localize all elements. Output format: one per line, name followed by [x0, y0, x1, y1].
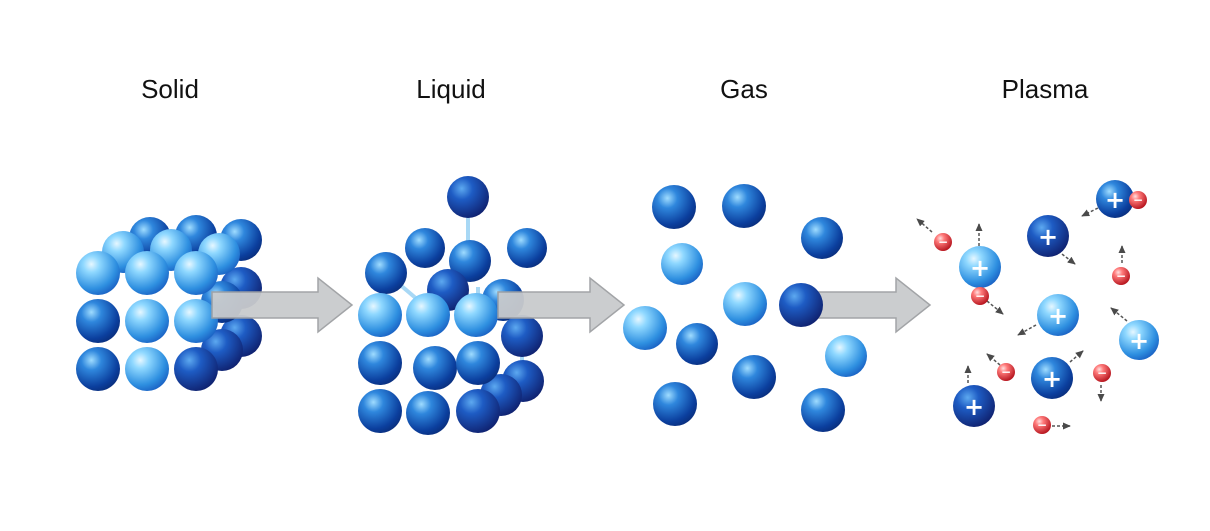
- solid-particle: [174, 347, 218, 391]
- electron-5: −: [997, 363, 1015, 381]
- svg-text:−: −: [1001, 365, 1011, 379]
- electron-6: −: [1093, 364, 1111, 382]
- gas-particle: [652, 185, 696, 229]
- solid-particle: [76, 299, 120, 343]
- liquid-particle: [358, 389, 402, 433]
- liquid-particle: [365, 252, 407, 294]
- ion-6: +: [1031, 357, 1073, 399]
- liquid-particle: [358, 293, 402, 337]
- liquid-particle: [501, 315, 543, 357]
- solid-particle: [76, 251, 120, 295]
- plasma-particles: + + + + + + + −: [916, 180, 1159, 434]
- liquid-particle: [454, 293, 498, 337]
- solid-particle: [76, 347, 120, 391]
- svg-text:−: −: [1116, 269, 1126, 283]
- liquid-particle: [406, 293, 450, 337]
- liquid-particle: [456, 389, 500, 433]
- gas-particles: [623, 184, 867, 432]
- ion-5: +: [1119, 320, 1159, 360]
- solid-particle: [174, 251, 218, 295]
- gas-particle: [732, 355, 776, 399]
- transition-arrow-1: [211, 276, 354, 334]
- solid-lattice: [76, 215, 262, 391]
- gas-particle: [801, 388, 845, 432]
- svg-text:−: −: [1133, 193, 1143, 207]
- liquid-label: Liquid: [416, 74, 486, 104]
- gas-particle: [722, 184, 766, 228]
- liquid-particle: [405, 228, 445, 268]
- gas-particle: [801, 217, 843, 259]
- svg-text:+: +: [970, 254, 990, 282]
- ion-3: +: [1096, 180, 1134, 218]
- electron-1: −: [934, 233, 952, 251]
- ion-2: +: [1027, 215, 1069, 257]
- liquid-particle: [358, 341, 402, 385]
- electron-3: −: [1129, 191, 1147, 209]
- liquid-particle: [447, 176, 489, 218]
- svg-text:−: −: [1037, 418, 1047, 432]
- gas-label: Gas: [720, 74, 768, 104]
- svg-text:+: +: [1042, 365, 1062, 393]
- ion-7: +: [953, 385, 995, 427]
- solid-particle: [125, 347, 169, 391]
- electron-4: −: [1112, 267, 1130, 285]
- svg-text:−: −: [938, 235, 948, 249]
- solid-particle: [174, 299, 218, 343]
- gas-particle: [723, 282, 767, 326]
- liquid-cluster: [358, 176, 547, 435]
- gas-particle: [653, 382, 697, 426]
- transition-arrow-2: [497, 276, 626, 334]
- gas-particle: [825, 335, 867, 377]
- gas-particle: [623, 306, 667, 350]
- gas-particle: [779, 283, 823, 327]
- liquid-particle: [507, 228, 547, 268]
- liquid-particle: [449, 240, 491, 282]
- solid-particle: [125, 251, 169, 295]
- ion-4: +: [1037, 294, 1079, 336]
- gas-particle: [676, 323, 718, 365]
- solid-particle: [125, 299, 169, 343]
- electron-7: −: [1033, 416, 1051, 434]
- svg-text:+: +: [1038, 223, 1058, 251]
- solid-label: Solid: [141, 74, 199, 104]
- svg-text:−: −: [975, 289, 985, 303]
- liquid-particle: [406, 391, 450, 435]
- gas-particle: [661, 243, 703, 285]
- svg-text:+: +: [1129, 327, 1149, 355]
- liquid-particle: [413, 346, 457, 390]
- plasma-label: Plasma: [1001, 74, 1089, 104]
- liquid-particle: [456, 341, 500, 385]
- ion-1: +: [959, 246, 1001, 288]
- svg-text:−: −: [1097, 366, 1107, 380]
- svg-text:+: +: [1048, 302, 1068, 330]
- svg-text:+: +: [1105, 186, 1125, 214]
- electron-2: −: [971, 287, 989, 305]
- svg-text:+: +: [964, 393, 984, 421]
